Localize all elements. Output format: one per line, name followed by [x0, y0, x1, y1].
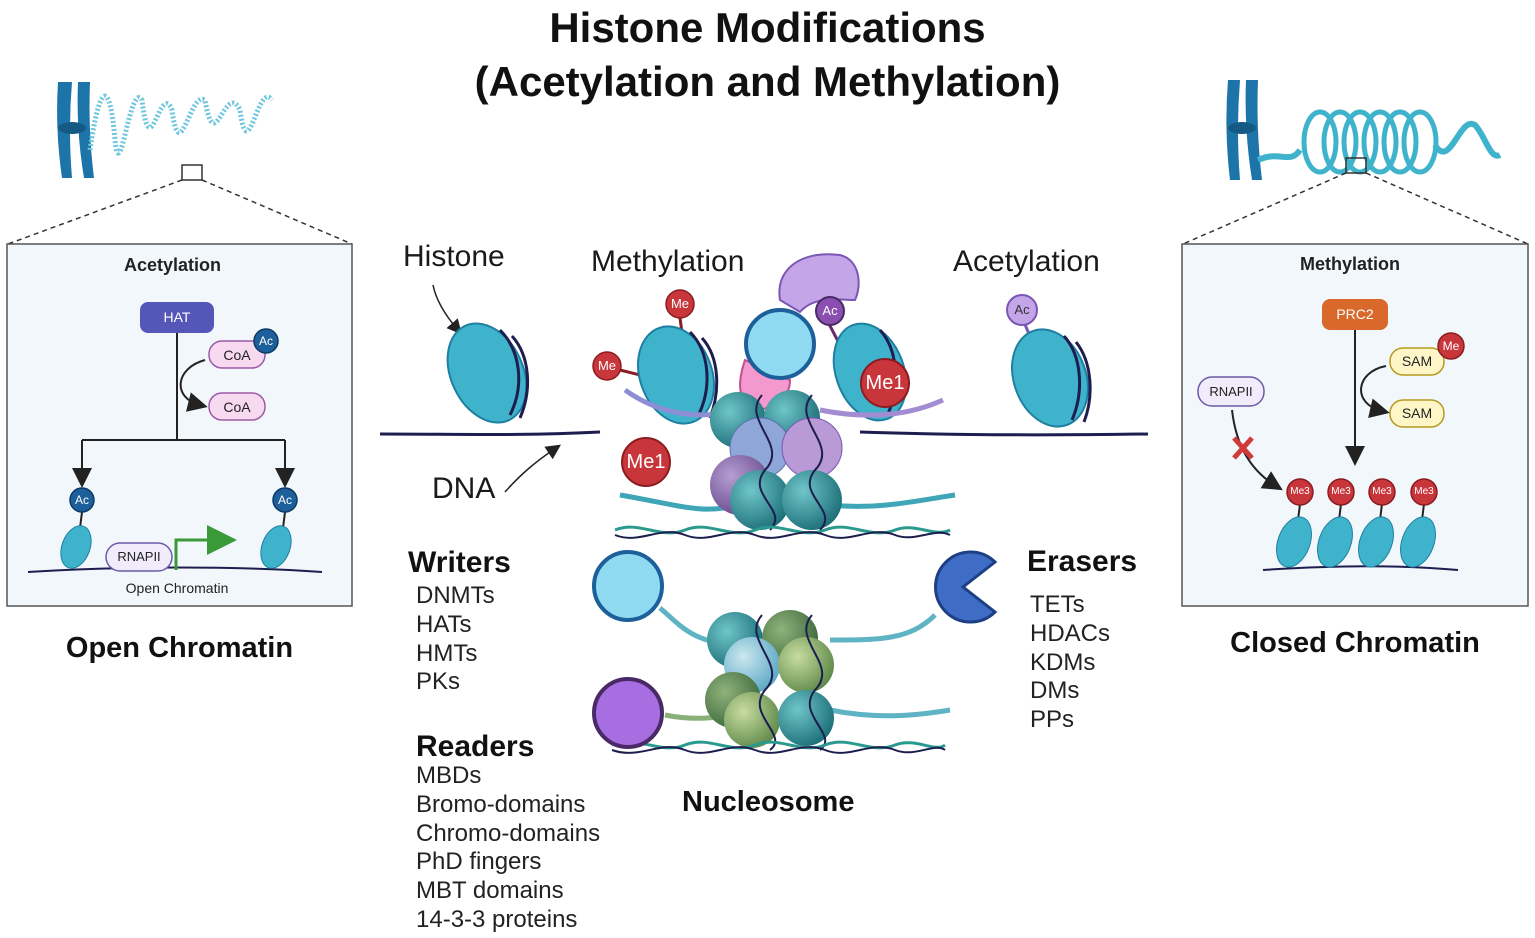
rnapii-left-label: RNAPII: [117, 549, 161, 564]
me3-tag-4: Me3: [1414, 486, 1434, 497]
writers-item: PKs: [416, 668, 461, 696]
sam-in-label: SAM: [1401, 353, 1433, 369]
left-panel-box: [6, 243, 353, 607]
open-chromatin-caption: Open Chromatin: [65, 632, 294, 664]
dna-label: DNA: [432, 472, 496, 505]
writers-heading: Writers: [408, 546, 511, 579]
me3-tag-3: Me3: [1372, 486, 1392, 497]
upper-nucleosome: [614, 387, 956, 539]
me1-tag-lower: Me1: [626, 451, 666, 473]
histone-label: Histone: [403, 240, 505, 273]
erasers-item: PPs: [1030, 706, 1075, 734]
erasers-item: KDMs: [1030, 648, 1096, 676]
erasers-list: TETs HDACs KDMs DMs PPs: [1030, 591, 1110, 735]
methylation-label: Methylation: [591, 245, 745, 278]
hat-badge: [140, 302, 214, 333]
readers-item: Chromo-domains: [416, 819, 601, 847]
left-nucleosome-1: [60, 487, 95, 569]
closed-chromatin-caption: Closed Chromatin: [1230, 627, 1480, 659]
writers-list: DNMTs HATs HMTs PKs: [416, 582, 495, 697]
ac-tag-reader: Ac: [822, 303, 838, 318]
me3-tag-1: Me3: [1290, 486, 1310, 497]
readers-item: PhD fingers: [416, 848, 542, 876]
erasers-heading: Erasers: [1027, 545, 1138, 578]
reader-circle: [592, 677, 664, 749]
writer-circle: [592, 550, 664, 622]
left-panel-heading: Acetylation: [124, 255, 222, 275]
erasers-item: TETs: [1030, 591, 1085, 618]
erasers-item: HDACs: [1030, 619, 1111, 647]
writers-item: HATs: [416, 610, 472, 638]
nucleosome-caption: Nucleosome: [682, 786, 855, 818]
rnapii-right-label: RNAPII: [1209, 384, 1253, 399]
left-nucleosome-2: [260, 487, 298, 569]
prc2-badge: [1322, 299, 1388, 330]
right-panel-heading: Methylation: [1300, 254, 1401, 274]
sam-out-label: SAM: [1401, 405, 1433, 421]
prc2-label: PRC2: [1336, 306, 1374, 322]
ac-tag-left-1: Ac: [74, 493, 89, 507]
center-histone-1: [446, 322, 530, 424]
me-tag-sam: Me: [1442, 339, 1460, 353]
center-histone-4: [1006, 294, 1092, 428]
ac-tag-right-histone: Ac: [1014, 302, 1030, 317]
right-chromosome: [1226, 80, 1502, 180]
ac-tag-left-2: Ac: [277, 493, 292, 507]
writers-item: HMTs: [416, 639, 478, 667]
me-tag-side: Me: [597, 358, 617, 373]
left-chromosome: [57, 82, 275, 181]
readers-heading: Readers: [416, 730, 535, 763]
me1-marker-center: [621, 437, 671, 487]
title-line-2: (Acetylation and Methylation): [474, 58, 1061, 105]
coa-in-label: CoA: [223, 347, 251, 363]
coa-out-label: CoA: [223, 399, 251, 415]
title-line-1: Histone Modifications: [549, 4, 986, 51]
me-tag-top: Me: [670, 296, 690, 311]
writers-item: DNMTs: [416, 582, 495, 609]
lower-nucleosome: [611, 606, 951, 754]
ac-tag-coa: Ac: [258, 334, 273, 348]
readers-item: Bromo-domains: [416, 790, 586, 818]
me1-tag-upper: Me1: [865, 372, 905, 394]
hat-label: HAT: [163, 309, 191, 325]
open-chromatin-footer: Open Chromatin: [125, 580, 229, 596]
eraser-pacman: [934, 550, 998, 624]
erasers-item: DMs: [1030, 677, 1080, 705]
center-histone-3: [832, 322, 910, 422]
readers-list: MBDs Bromo-domains Chromo-domains PhD fi…: [416, 762, 600, 935]
readers-item: 14-3-3 proteins: [416, 905, 578, 933]
acetylation-label: Acetylation: [953, 245, 1100, 278]
right-nucleosome-array: [1276, 478, 1438, 568]
center-dna-line: [379, 430, 1149, 437]
me3-tag-2: Me3: [1331, 486, 1351, 497]
readers-item: MBT domains: [416, 877, 564, 905]
readers-item: MBDs: [416, 762, 482, 789]
